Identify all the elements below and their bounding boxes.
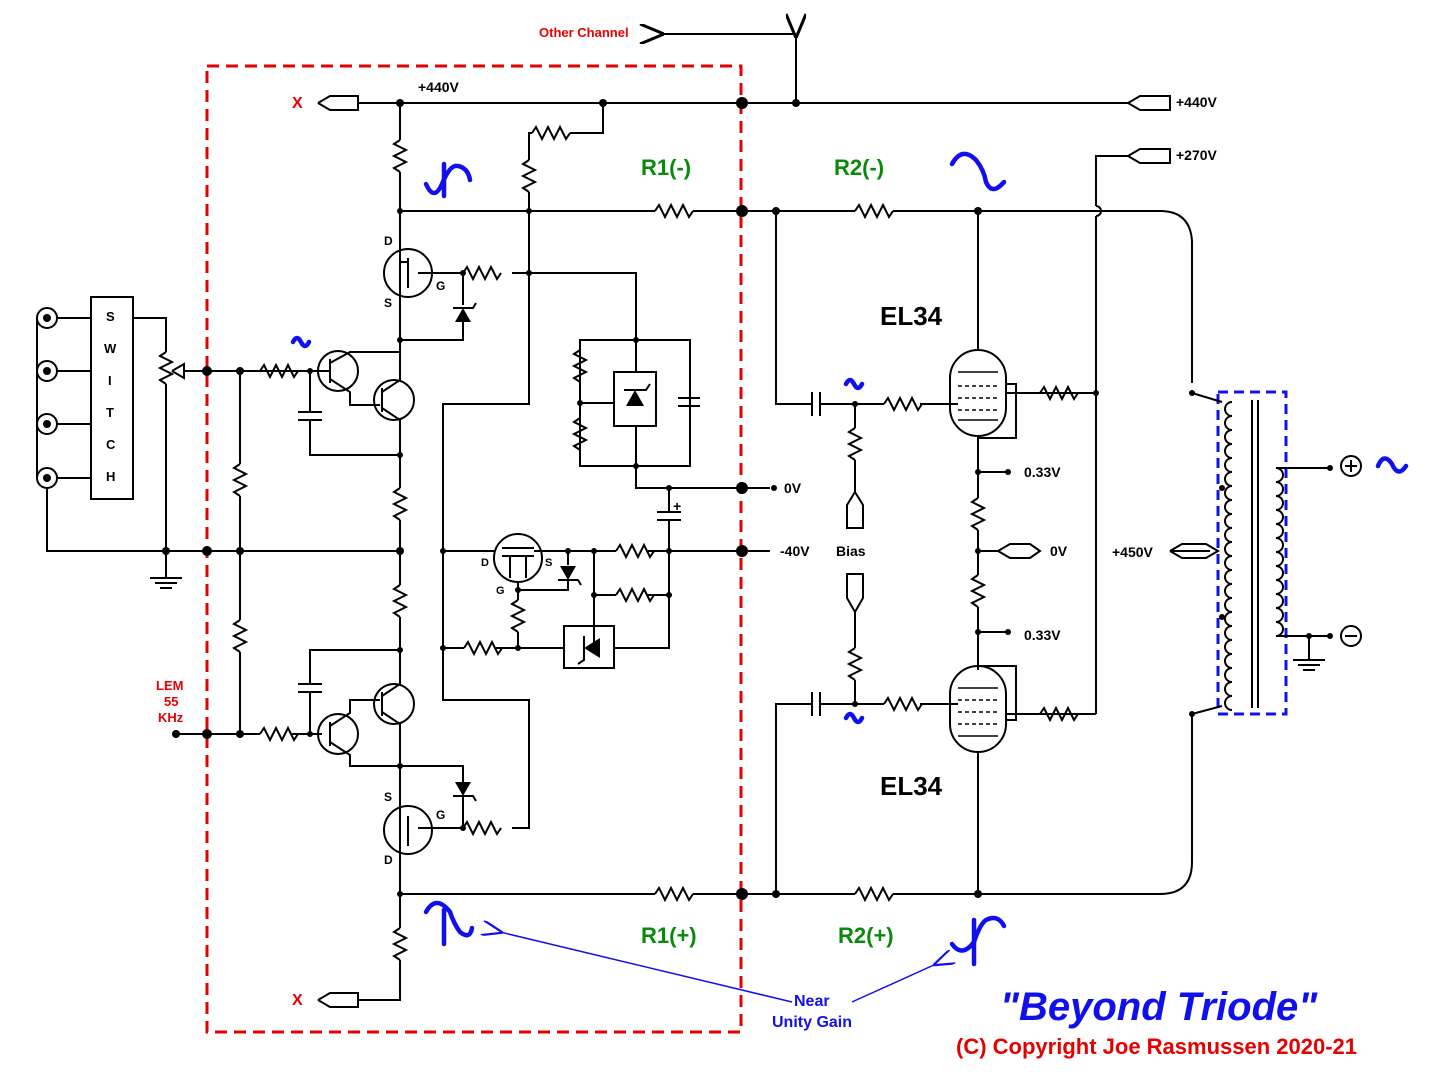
- v0-left-label: 0V: [784, 480, 802, 496]
- v450-label: +450V: [1112, 544, 1154, 560]
- output-transformer: [1169, 390, 1362, 717]
- v033-top-label: 0.33V: [1024, 464, 1061, 480]
- v440-right-label: +440V: [1176, 94, 1218, 110]
- v440-top-label: +440V: [418, 79, 460, 95]
- x-top-label: X: [292, 95, 303, 112]
- fet-bot-d-label: D: [384, 853, 393, 867]
- input-network: [166, 362, 400, 743]
- lem-label-line1: LEM: [156, 678, 183, 693]
- switch-letter-w: W: [104, 341, 117, 356]
- copyright-text: (C) Copyright Joe Rasmussen 2020-21: [956, 1034, 1357, 1059]
- r2-minus-label: R2(-): [834, 155, 884, 180]
- switch-letter-i: I: [108, 373, 112, 388]
- fet-mid-d-label: D: [481, 557, 489, 569]
- fet-top-d-label: D: [384, 234, 393, 248]
- el34-top-label: EL34: [880, 301, 943, 331]
- fet-mid-g-label: G: [496, 585, 505, 597]
- vneg40-label: -40V: [780, 543, 810, 559]
- rail-270v: [1040, 148, 1171, 715]
- bias-label: Bias: [836, 543, 866, 559]
- cap-plus-label: +: [673, 498, 681, 514]
- feedback-line-bottom: [400, 716, 1193, 903]
- switch-letter-c: C: [106, 437, 116, 452]
- v033-bottom-label: 0.33V: [1024, 627, 1061, 643]
- bias-regulator: [443, 339, 777, 669]
- input-switch-block: [36, 296, 300, 589]
- lem-label-line3: KHz: [158, 710, 184, 725]
- switch-letter-s: S: [106, 309, 115, 324]
- r1-plus-label: R1(+): [641, 923, 697, 948]
- unity-gain-arrow-left: [500, 932, 793, 1003]
- schematic-title: "Beyond Triode": [1000, 985, 1318, 1029]
- r1-minus-label: R1(-): [641, 155, 691, 180]
- v270-label: +270V: [1176, 147, 1218, 163]
- feedback-line-top: [397, 202, 1193, 383]
- el34-output-stage: [775, 211, 1079, 894]
- v0-right-label: 0V: [1050, 543, 1068, 559]
- near-unity-line2: Unity Gain: [772, 1014, 852, 1031]
- switch-letter-h: H: [106, 469, 115, 484]
- fet-top-s-label: S: [384, 296, 392, 310]
- x-bottom-label: X: [292, 992, 303, 1009]
- unity-gain-arrow-right: [851, 964, 936, 1003]
- fet-bot-g-label: G: [436, 808, 445, 822]
- fet-mid-s-label: S: [545, 557, 552, 569]
- r2-plus-label: R2(+): [838, 923, 894, 948]
- waveform-icons: [290, 151, 1409, 967]
- fet-bot-s-label: S: [384, 790, 392, 804]
- other-channel-label: Other Channel: [539, 25, 629, 40]
- switch-letter-t: T: [106, 405, 114, 420]
- lem-label-line2: 55: [164, 694, 178, 709]
- near-unity-line1: Near: [794, 993, 830, 1010]
- el34-bottom-label: EL34: [880, 771, 943, 801]
- rail-440v: [317, 34, 1171, 111]
- fet-top-g-label: G: [436, 279, 445, 293]
- driver-stage: [317, 103, 639, 1008]
